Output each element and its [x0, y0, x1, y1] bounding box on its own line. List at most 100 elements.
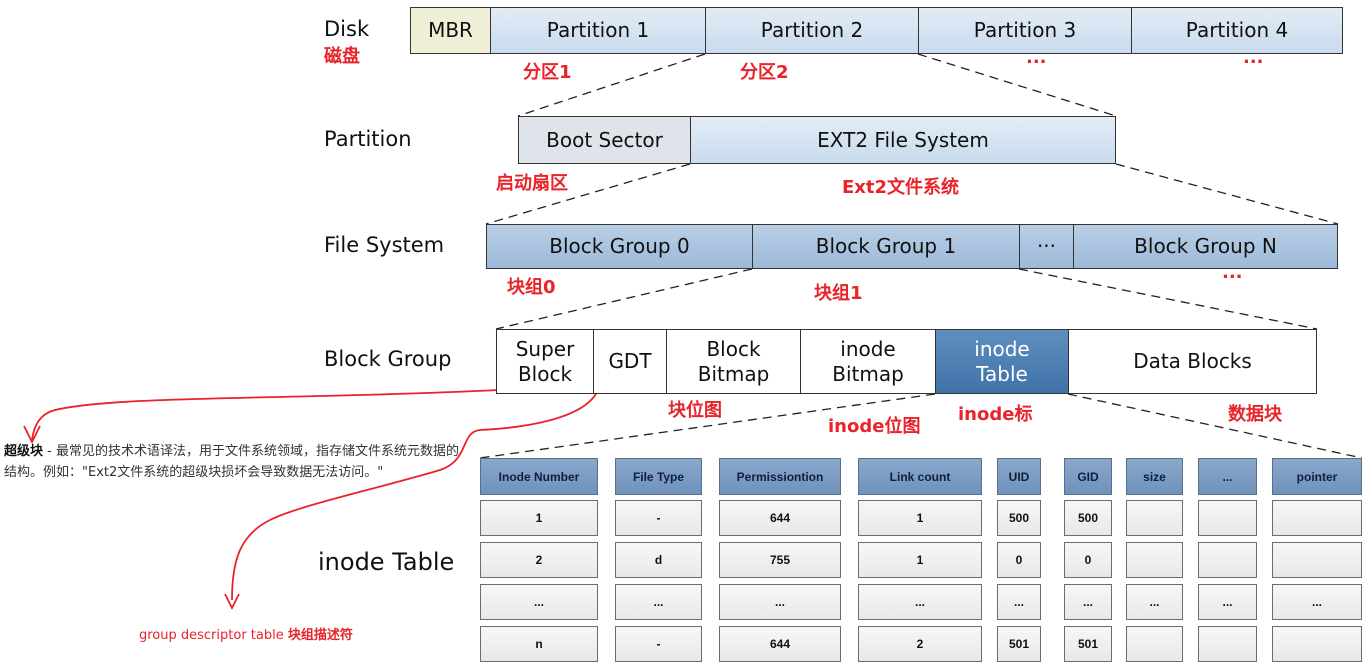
table-cell: 2 [480, 542, 598, 578]
super-block-line-2: Block [517, 361, 573, 386]
super-block-cell: Super Block [496, 329, 594, 394]
gdt-cell: GDT [593, 329, 667, 394]
superblock-arrowhead [23, 425, 41, 445]
inode-bitmap-cell: inode Bitmap [800, 329, 936, 394]
superblock-note-term: 超级块 [4, 444, 44, 459]
inode-bitmap-cn-label: inode位图 [828, 416, 921, 437]
row-label-disk-cn: 磁盘 [324, 46, 360, 67]
zoom-line-fs-right [1115, 163, 1339, 225]
partition-3-ellipsis: ... [1026, 47, 1047, 68]
row-label-inode-table: inode Table [318, 548, 455, 576]
superblock-note-text: - 最常见的技术术语译法，用于文件系统领域，指存储文件系统元数据的结构。例如："… [4, 444, 459, 480]
data-blocks-cn-label: 数据块 [1228, 404, 1282, 425]
table-cell [1126, 626, 1183, 662]
ext2-cn-label: Ext2文件系统 [842, 177, 960, 198]
boot-sector-cell: Boot Sector [518, 116, 691, 164]
table-cell: 1 [480, 500, 598, 536]
partition-4-ellipsis: ... [1243, 47, 1264, 68]
superblock-note: 超级块 - 最常见的技术术语译法，用于文件系统领域，指存储文件系统元数据的结构。… [4, 441, 459, 483]
block-group-n-cell: Block Group N [1073, 224, 1338, 269]
partition-2-cn-label: 分区2 [740, 62, 789, 83]
table-cell: ... [480, 584, 598, 620]
gdt-arrow [231, 389, 599, 601]
table-cell: 501 [1064, 626, 1112, 662]
gdt-note: group descriptor table 块组描述符 [139, 624, 353, 643]
row-label-partition: Partition [324, 127, 412, 151]
table-header-ellipsis: ... [1198, 458, 1257, 495]
partition-4-cell: Partition 4 [1131, 7, 1343, 54]
super-block-line-1: Super [515, 336, 575, 361]
table-cell: 1 [858, 542, 982, 578]
table-header-file-type: File Type [615, 458, 702, 495]
table-header-link-count: Link count [858, 458, 982, 495]
table-cell: 2 [858, 626, 982, 662]
block-bitmap-cn-label: 块位图 [668, 400, 722, 421]
table-header-pointer: pointer [1272, 458, 1362, 495]
table-cell: 644 [719, 500, 841, 536]
table-header-inode-number: Inode Number [480, 458, 598, 495]
table-cell: - [615, 500, 702, 536]
data-blocks-cell: Data Blocks [1068, 329, 1317, 394]
zoom-line-partition-left [517, 53, 706, 117]
ext2-fs-cell: EXT2 File System [690, 116, 1116, 164]
table-cell: ... [858, 584, 982, 620]
table-cell: ... [615, 584, 702, 620]
block-group-ellipsis-cell: ··· [1019, 224, 1074, 269]
superblock-arrow [31, 389, 499, 441]
block-bitmap-line-2: Bitmap [697, 361, 770, 386]
table-cell: 0 [997, 542, 1041, 578]
table-header-size: size [1126, 458, 1183, 495]
block-group-1-cell: Block Group 1 [752, 224, 1020, 269]
inode-table-line-2: Table [976, 361, 1028, 386]
gdt-arrowhead [224, 593, 240, 611]
table-cell: 500 [1064, 500, 1112, 536]
table-cell: 1 [858, 500, 982, 536]
table-cell: ... [1064, 584, 1112, 620]
table-header-permissiontion: Permissiontion [719, 458, 841, 495]
row-label-disk: Disk [324, 17, 370, 41]
table-cell: ... [997, 584, 1041, 620]
table-cell [1272, 500, 1362, 536]
table-cell: - [615, 626, 702, 662]
table-cell: ... [1126, 584, 1183, 620]
inode-table-cell: inode Table [935, 329, 1069, 394]
block-group-n-ellipsis: ... [1222, 262, 1243, 283]
block-bitmap-cell: Block Bitmap [666, 329, 801, 394]
inode-table-cn-label: inode标 [958, 404, 1033, 425]
table-cell [1272, 542, 1362, 578]
row-label-block-group: Block Group [324, 347, 452, 371]
inode-bitmap-line-2: Bitmap [832, 361, 904, 386]
table-cell: 755 [719, 542, 841, 578]
block-group-0-cell: Block Group 0 [486, 224, 753, 269]
table-header-gid: GID [1064, 458, 1112, 495]
table-cell: ... [1272, 584, 1362, 620]
table-cell [1198, 626, 1257, 662]
table-cell: n [480, 626, 598, 662]
table-cell: 500 [997, 500, 1041, 536]
inode-bitmap-line-1: inode [840, 336, 896, 361]
boot-sector-cn-label: 启动扇区 [496, 173, 568, 194]
partition-2-cell: Partition 2 [705, 7, 919, 54]
table-cell [1198, 542, 1257, 578]
table-cell: d [615, 542, 702, 578]
table-cell [1198, 500, 1257, 536]
table-header-uid: UID [997, 458, 1041, 495]
row-label-file-system: File System [324, 233, 445, 257]
inode-table-line-1: inode [974, 336, 1030, 361]
zoom-line-partition-right [917, 53, 1117, 117]
block-group-1-cn-label: 块组1 [814, 283, 863, 304]
partition-1-cn-label: 分区1 [523, 62, 572, 83]
block-group-0-cn-label: 块组0 [507, 277, 556, 298]
table-cell [1126, 500, 1183, 536]
table-cell: ... [719, 584, 841, 620]
partition-3-cell: Partition 3 [918, 7, 1132, 54]
table-cell [1272, 626, 1362, 662]
gdt-note-en: group descriptor table [139, 628, 288, 643]
table-cell: 0 [1064, 542, 1112, 578]
zoom-line-fs-left [485, 163, 691, 225]
block-bitmap-line-1: Block [706, 336, 761, 361]
gdt-note-cn: 块组描述符 [287, 628, 353, 643]
mbr-cell: MBR [410, 7, 491, 54]
table-cell: 501 [997, 626, 1041, 662]
